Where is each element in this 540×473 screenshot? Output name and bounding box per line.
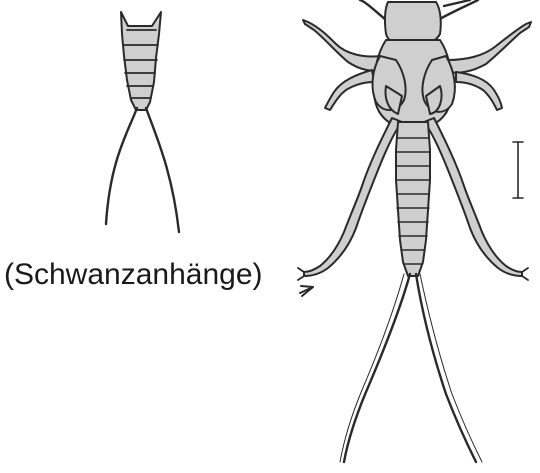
caption-pointer bbox=[300, 286, 313, 296]
abdomen-tip-detail bbox=[106, 12, 179, 232]
tail-appendages-detail bbox=[106, 108, 179, 232]
tail-appendages bbox=[340, 274, 482, 462]
scale-bar bbox=[513, 142, 523, 198]
abdomen bbox=[396, 122, 430, 276]
caption-tail-appendages: (Schwanzanhänge) bbox=[4, 255, 263, 295]
insect-body bbox=[298, 0, 531, 462]
